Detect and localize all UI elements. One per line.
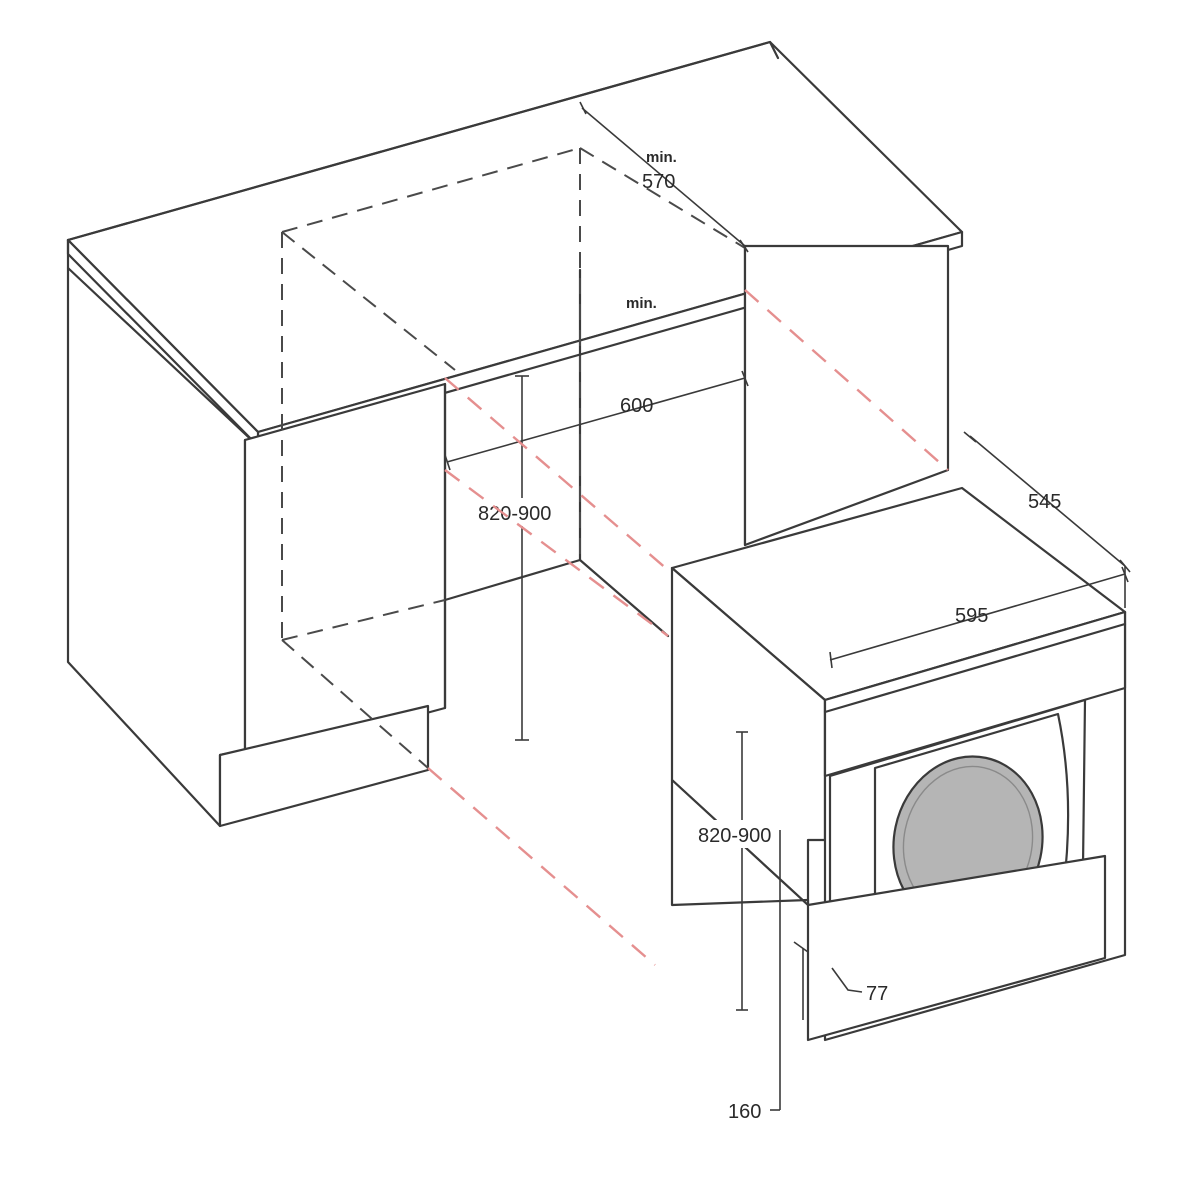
alignment-guide-top: [744, 289, 949, 471]
niche-dimensions: min. 570 min. 600 820-900: [444, 101, 749, 741]
backsplash-top: [66, 40, 780, 242]
machine-height-label: 820-900: [698, 825, 771, 847]
left-cabinet-door: [243, 382, 447, 764]
niche-hidden-floor-front: [281, 639, 429, 769]
niche-height-label-bg: [470, 498, 574, 526]
machine-plinth: [806, 854, 1107, 1042]
machine-depth-line: [969, 435, 1126, 567]
left-cabinet-plinth: [218, 704, 430, 828]
alignment-guide-upper: [444, 377, 669, 571]
depth-dimension-tick-a: [579, 101, 587, 115]
width-dimension-line: [446, 377, 746, 463]
door-offset-leader: [831, 967, 863, 993]
machine-dimensions: 545 595 820-900 77 160: [692, 431, 1131, 1123]
alignment-guide-floor: [427, 767, 656, 966]
kitchen-cabinet: [66, 40, 964, 828]
machine-height-label-bg: [692, 820, 796, 848]
niche-hidden-top-right: [579, 147, 746, 249]
depth-min-value: 570: [642, 171, 675, 193]
machine-width-tick-a: [829, 651, 833, 669]
door-offset-label: 77: [866, 983, 888, 1005]
machine-width-label: 595: [955, 605, 988, 627]
alignment-guides: [427, 289, 949, 966]
depth-dimension-line: [581, 107, 746, 247]
depth-dimension-tick-b: [739, 239, 749, 253]
niche-height-label: 820-900: [478, 503, 551, 525]
machine-depth-label: 545: [1028, 491, 1061, 513]
control-panel-top-edge: [823, 622, 1127, 714]
niche-floor-back: [443, 558, 670, 638]
plinth-height-tick-a: [793, 941, 809, 953]
niche-hidden-diagonal: [281, 231, 456, 371]
width-dimension-tick-b: [741, 370, 749, 387]
alignment-guide-lower: [444, 469, 669, 637]
washing-machine: [670, 486, 1127, 1042]
plinth-height-label: 160: [728, 1101, 761, 1123]
machine-depth-tick-a: [963, 431, 977, 443]
depth-min-prefix: min.: [646, 149, 677, 166]
width-min-value: 600: [620, 395, 653, 417]
niche-hidden-floor-left: [281, 599, 446, 641]
machine-width-tick-b: [1121, 566, 1129, 583]
control-panel: [823, 610, 1127, 778]
width-min-prefix: min.: [626, 295, 657, 312]
machine-width-line: [829, 573, 1126, 661]
width-dimension-tick-a: [444, 454, 451, 471]
